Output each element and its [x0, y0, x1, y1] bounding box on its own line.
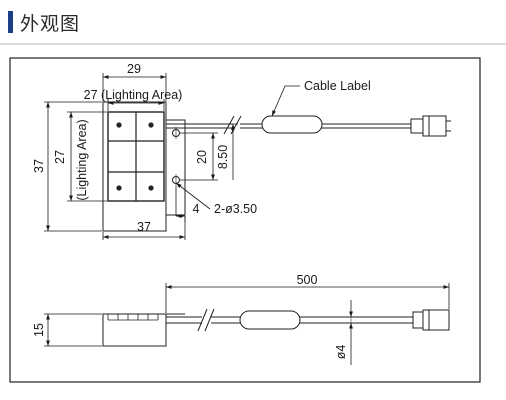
- side-cable-label-sleeve: [239, 310, 301, 330]
- heading-divider: [0, 43, 506, 45]
- connector-body: [410, 118, 424, 134]
- side-view: [102, 308, 450, 347]
- side-connector-body: [412, 311, 424, 329]
- dim-cable-diameter: ø4: [334, 345, 348, 360]
- cable-label-callout: Cable Label: [304, 79, 371, 93]
- dim-base-width: 37: [137, 220, 151, 234]
- dim-lighting-vertical: (Lighting Area): [75, 119, 89, 200]
- dim-hole-offset: 8.50: [216, 145, 230, 169]
- side-connector-plug: [422, 309, 450, 331]
- dim-side-height: 15: [32, 323, 46, 337]
- section-heading: 外观图: [8, 9, 80, 35]
- mounting-flange: [165, 119, 186, 216]
- side-view-dimensions: [44, 283, 450, 365]
- dim-width-outer: 29: [127, 62, 141, 76]
- dim-lighting-horizontal: 27 (Lighting Area): [84, 88, 183, 102]
- dim-height-outer: 37: [32, 159, 46, 173]
- heading-title: 外观图: [20, 12, 81, 35]
- dim-cable-length: 500: [297, 273, 318, 287]
- dim-height-lighting: 27: [53, 150, 67, 164]
- connector-plug: [422, 115, 447, 137]
- top-view-dimensions: [44, 73, 300, 240]
- drawing-frame: [9, 57, 481, 383]
- heading-accent-bar: [8, 11, 13, 33]
- led-screws: [116, 122, 154, 191]
- side-fins: [107, 314, 159, 321]
- dim-hole-edge: 4: [193, 202, 200, 216]
- top-view: [102, 101, 451, 232]
- dim-hole-spacing: 20: [195, 150, 209, 164]
- cable-label-sleeve: [261, 115, 323, 134]
- module-body: [102, 101, 167, 232]
- dim-hole-spec: 2-ø3.50: [214, 202, 257, 216]
- module-side-body: [102, 313, 167, 347]
